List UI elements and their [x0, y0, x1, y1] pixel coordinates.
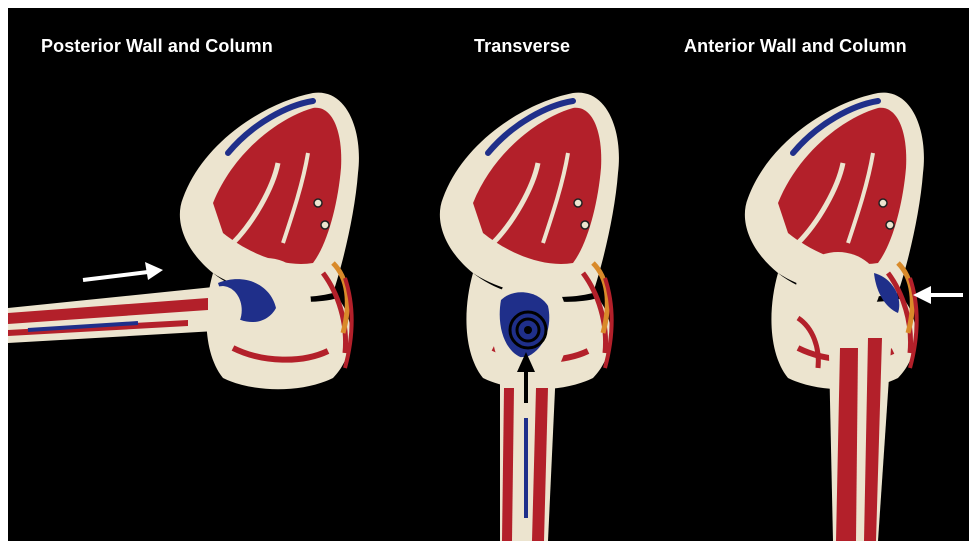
arrow-left-icon	[913, 286, 963, 304]
transverse-pelvis	[440, 93, 619, 541]
panel-title-transverse: Transverse	[474, 36, 570, 57]
panel-title-posterior: Posterior Wall and Column	[41, 36, 273, 57]
panel-title-anterior: Anterior Wall and Column	[684, 36, 907, 57]
arrow-right-icon	[83, 262, 163, 280]
anatomy-illustration	[8, 8, 969, 541]
anterior-pelvis	[745, 93, 924, 541]
posterior-pelvis	[8, 93, 359, 390]
image-frame: Posterior Wall and Column Transverse Ant…	[8, 8, 969, 541]
